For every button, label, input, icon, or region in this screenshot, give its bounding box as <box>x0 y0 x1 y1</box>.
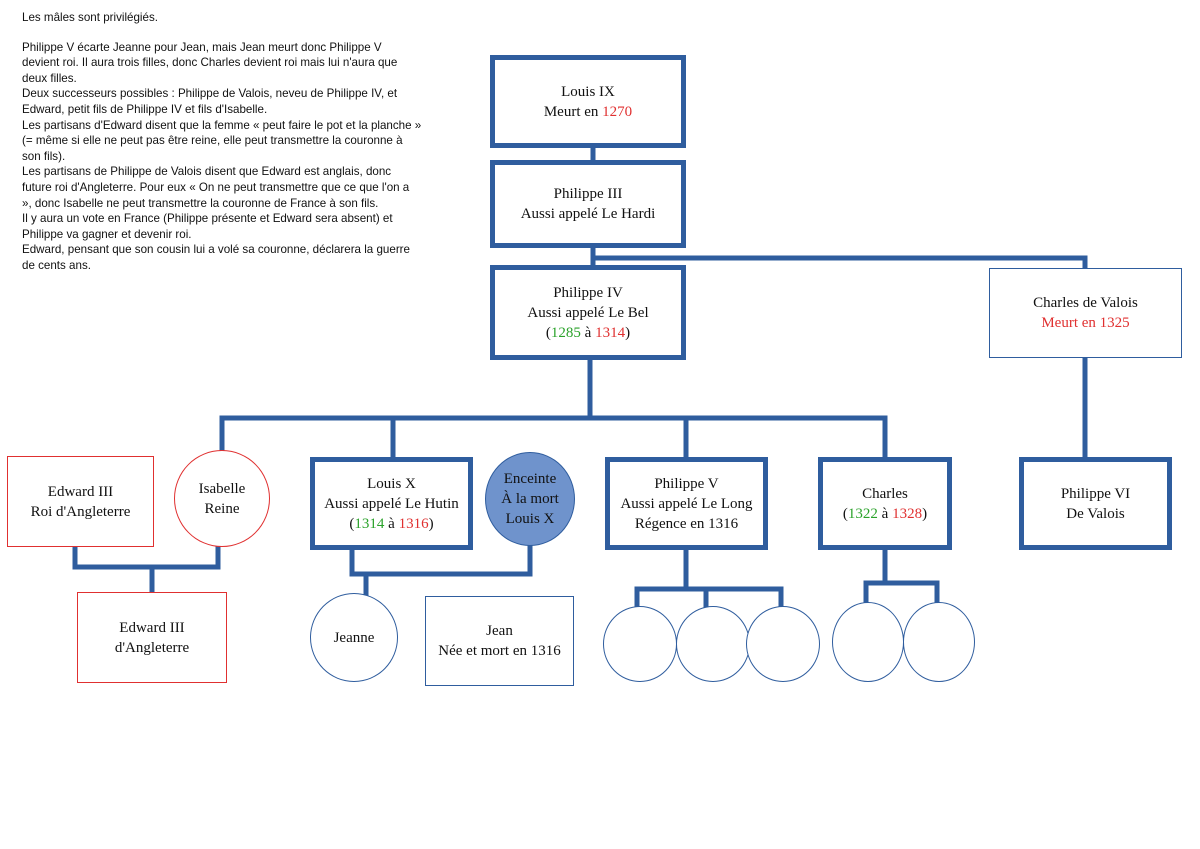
node-name: Louis X <box>367 475 416 492</box>
node-reign: (1322 à 1328) <box>843 504 927 524</box>
node-title: Reine <box>204 500 240 517</box>
note-paragraph: Les partisans de Philippe de Valois dise… <box>22 165 410 210</box>
note-paragraph: Philippe V écarte Jeanne pour Jean, mais… <box>22 40 398 85</box>
reign-sep: à <box>384 515 399 532</box>
node-enceinte: Enceinte À la mort Louis X <box>485 452 575 546</box>
node-name: Jean <box>486 623 513 639</box>
node-name: Philippe III <box>553 186 623 202</box>
node-edward-iii: Edward III d'Angleterre <box>77 592 227 683</box>
death-label: Meurt en <box>543 103 603 120</box>
explanation-text: Les mâles sont privilégiés. Philippe V é… <box>22 10 422 274</box>
node-line: À la mort <box>501 491 559 507</box>
node-name: Jeanne <box>333 629 375 646</box>
node-philippe-iii: Philippe III Aussi appelé Le Hardi <box>490 160 686 248</box>
node-reign: (1285 à 1314) <box>546 323 630 343</box>
node-philippe-v: Philippe V Aussi appelé Le Long Régence … <box>605 457 768 550</box>
node-louis-x: Louis X Aussi appelé Le Hutin (1314 à 13… <box>310 457 473 550</box>
paren: ( <box>349 515 355 532</box>
node-philippe-iv: Philippe IV Aussi appelé Le Bel (1285 à … <box>490 265 686 360</box>
node-note: Régence en 1316 <box>634 515 739 532</box>
node-philippe-vi: Philippe VI De Valois <box>1019 457 1172 550</box>
daughter-circle <box>746 606 820 682</box>
node-title: Roi d'Angleterre <box>30 503 131 520</box>
node-name: Edward III <box>47 483 114 500</box>
node-name: Philippe V <box>654 475 719 492</box>
note-paragraph: Edward, pensant que son cousin lui a vol… <box>22 243 410 272</box>
reign-start: 1314 <box>354 515 385 532</box>
node-name: Philippe IV <box>553 284 623 301</box>
paren: ) <box>625 324 631 341</box>
node-line: Enceinte <box>503 471 557 487</box>
node-title: d'Angleterre <box>114 639 190 656</box>
reign-sep: à <box>580 324 596 341</box>
node-alias: Aussi appelé Le Bel <box>527 304 649 321</box>
node-name: Edward III <box>119 619 185 636</box>
daughter-circle <box>603 606 677 682</box>
node-isabelle: Isabelle Reine <box>174 450 270 547</box>
node-line: Louis X <box>505 511 555 527</box>
note-paragraph: Les mâles sont privilégiés. <box>22 11 158 24</box>
node-death: Meurt en 1270 <box>544 102 632 122</box>
note-paragraph: Les partisans d'Edward disent que la fem… <box>22 118 422 163</box>
node-louis-ix: Louis IX Meurt en 1270 <box>490 55 686 148</box>
node-jean: Jean Née et mort en 1316 <box>425 596 574 686</box>
reign-sep: à <box>877 505 893 522</box>
node-charles-de-valois: Charles de Valois Meurt en 1325 <box>989 268 1182 358</box>
daughter-circle <box>903 602 975 682</box>
paren: ( <box>545 324 551 341</box>
daughter-circle <box>676 606 750 682</box>
note-paragraph: Il y aura un vote en France (Philippe pr… <box>22 212 393 241</box>
node-note: Née et mort en 1316 <box>438 643 561 659</box>
reign-start: 1322 <box>847 505 878 522</box>
paren: ) <box>922 505 928 522</box>
node-name: Charles <box>862 485 908 502</box>
node-charles: Charles (1322 à 1328) <box>818 457 952 550</box>
paren: ( <box>842 505 848 522</box>
paren: ) <box>428 515 434 532</box>
reign-end: 1316 <box>398 515 429 532</box>
node-alias: Aussi appelé Le Hutin <box>324 495 459 512</box>
node-jeanne: Jeanne <box>310 593 398 682</box>
reign-start: 1285 <box>550 324 581 341</box>
node-name: Charles de Valois <box>1033 295 1138 311</box>
node-edward-iii-roi: Edward III Roi d'Angleterre <box>7 456 154 547</box>
node-alias: Aussi appelé Le Long <box>620 495 753 512</box>
node-alias: Aussi appelé Le Hardi <box>520 206 656 222</box>
note-paragraph: Deux successeurs possibles : Philippe de… <box>22 87 398 116</box>
node-name: Isabelle <box>198 480 246 497</box>
daughter-circle <box>832 602 904 682</box>
death-year: 1270 <box>602 103 633 120</box>
reign-end: 1328 <box>892 505 923 522</box>
reign-end: 1314 <box>595 324 626 341</box>
node-name: Louis IX <box>561 83 615 100</box>
node-death: Meurt en 1325 <box>1041 315 1130 331</box>
node-reign: (1314 à 1316) <box>349 514 433 534</box>
node-title: De Valois <box>1066 505 1125 522</box>
node-name: Philippe VI <box>1060 485 1131 502</box>
